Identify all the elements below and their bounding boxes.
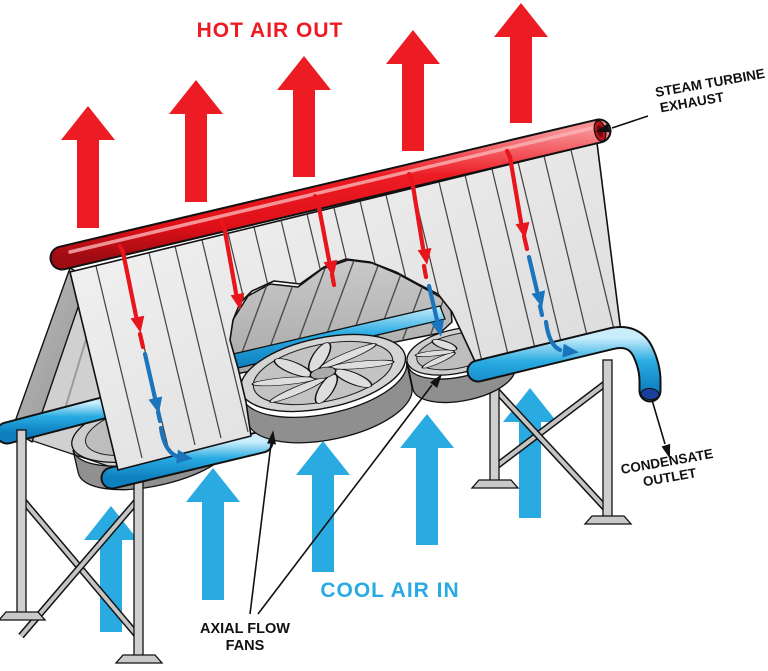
fan-hub — [309, 366, 337, 380]
arrowhead-icon — [267, 430, 276, 445]
base-plate — [583, 515, 633, 525]
cool-air-arrow — [186, 468, 240, 600]
arrowhead-icon — [429, 374, 443, 388]
axial-fan-center — [239, 333, 413, 444]
brace — [19, 494, 143, 638]
support-structure — [0, 359, 633, 664]
condensate-outlet-annotation: CONDENSATE OUTLET — [620, 399, 714, 489]
axial-flow-fans-annotation: AXIAL FLOW FANS — [200, 374, 443, 654]
hot-air-arrow — [169, 80, 223, 202]
brace — [494, 388, 609, 512]
support-leg — [133, 465, 144, 658]
brace — [492, 378, 612, 470]
steam-turbine-exhaust-annotation: STEAM TURBINE EXHAUST — [595, 66, 766, 133]
cool-air-in-label: COOL AIR IN — [320, 579, 459, 602]
annotation-line — [611, 115, 649, 129]
base-plate — [0, 611, 47, 621]
arrowhead-icon — [595, 123, 611, 133]
hot-air-out-label: HOT AIR OUT — [197, 19, 344, 42]
annotation-line — [249, 443, 272, 615]
condensate-outlet-end — [640, 387, 660, 401]
arrowhead-icon — [661, 443, 671, 459]
base-plate — [470, 479, 520, 489]
cool-air-arrow — [296, 441, 350, 572]
support-leg — [16, 429, 27, 615]
cool-air-arrow — [84, 506, 138, 632]
hot-air-arrow — [386, 30, 440, 151]
hot-air-arrows — [61, 3, 548, 228]
condensate-header-front-right — [466, 326, 662, 403]
hot-air-arrow — [277, 56, 331, 177]
annotation-line — [257, 384, 433, 615]
tube-flow-arrows — [117, 148, 579, 464]
hot-air-arrow — [61, 106, 115, 228]
steam-pipe-highlight — [68, 126, 594, 254]
fan-blades — [414, 339, 458, 369]
cool-air-arrows — [84, 388, 557, 632]
cool-air-arrow — [503, 388, 557, 518]
hot-air-arrow — [494, 3, 548, 123]
axial-flow-fans-label-line2: FANS — [226, 638, 265, 654]
cool-air-arrow — [400, 414, 454, 545]
support-leg — [602, 359, 613, 519]
axial-flow-fans-label-line1: AXIAL FLOW — [200, 621, 290, 637]
fan-blades — [251, 342, 395, 404]
base-plate — [114, 654, 164, 664]
annotation-line — [651, 399, 666, 445]
